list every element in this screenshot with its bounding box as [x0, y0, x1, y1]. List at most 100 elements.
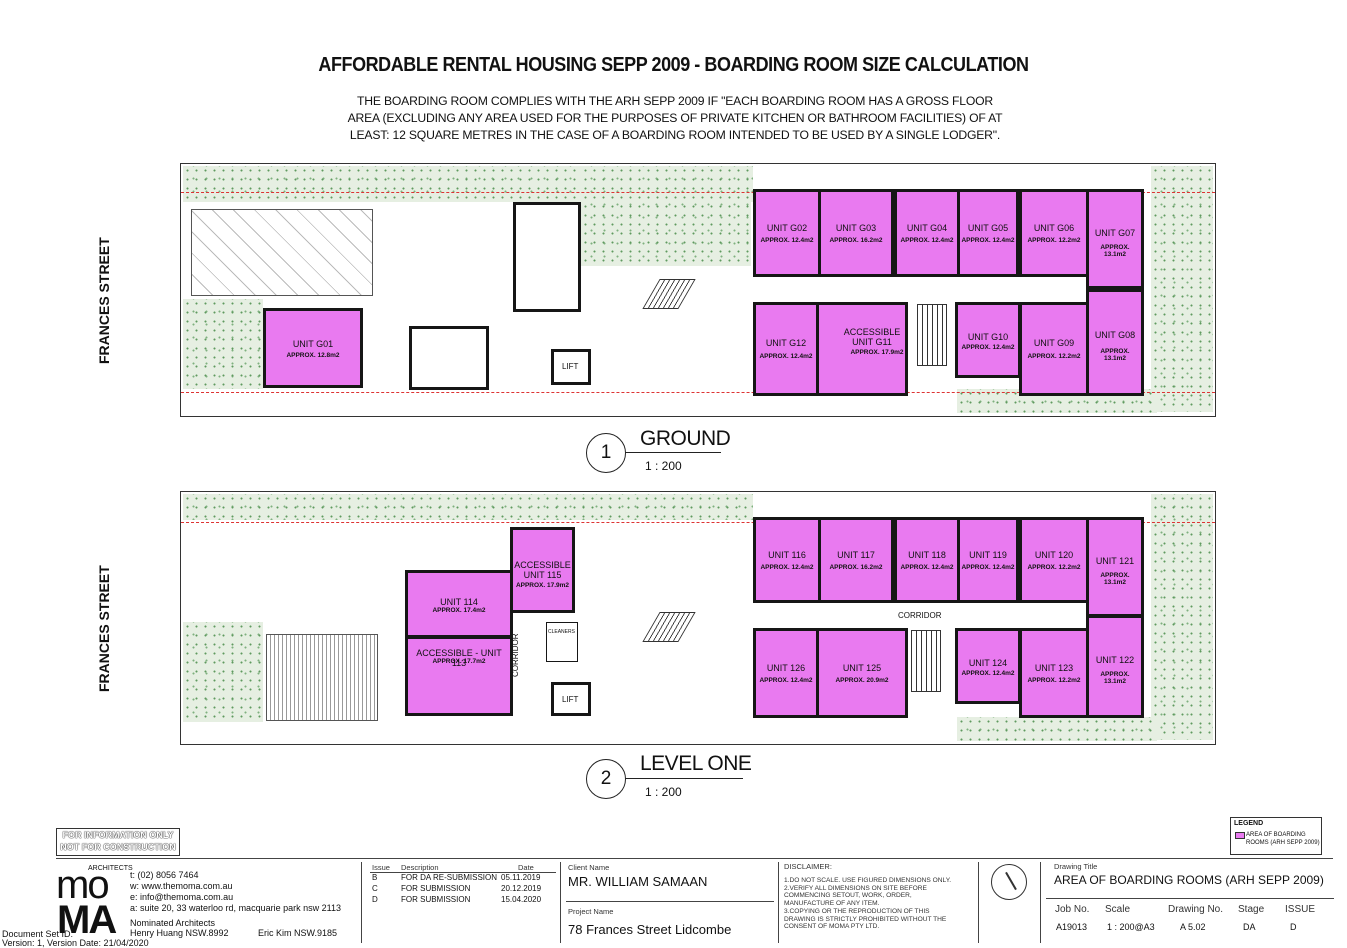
unit-g04: UNIT G04 APPROX. 12.4m2: [894, 189, 960, 277]
unit-name: UNIT G06: [1033, 223, 1075, 234]
view-title-underline: [625, 778, 743, 779]
lift-shaft: LIFT: [551, 682, 591, 716]
unit-g07: UNIT G07 APPROX. 13.1m2: [1086, 189, 1144, 289]
firm-logo-bottom: MA: [57, 898, 117, 942]
nominated-architect-1: Henry Huang NSW.8992: [130, 928, 229, 938]
issue-row-description: FOR SUBMISSION: [401, 895, 471, 904]
unit-area: APPROX. 20.9m2: [835, 677, 889, 685]
not-for-construction-stamp: FOR INFORMATION ONLY NOT FOR CONSTRUCTIO…: [56, 828, 180, 856]
amenities-block: [409, 326, 489, 390]
landscape-area: [1151, 166, 1213, 412]
nominated-architect-2: Eric Kim NSW.9185: [258, 928, 338, 938]
unit-name: UNIT 121: [1095, 555, 1135, 566]
unit-area: APPROX. 12.4m2: [961, 343, 1015, 351]
unit-name: UNIT G04: [906, 223, 948, 234]
lift-label: LIFT: [562, 362, 579, 371]
unit-name: UNIT G08: [1094, 330, 1136, 341]
unit-116: UNIT 116 APPROX. 12.4m2: [753, 517, 821, 603]
cleaners-label: CLEANERS: [548, 629, 575, 635]
title-block-divider: [560, 862, 561, 943]
unit-area: APPROX. 12.4m2: [759, 353, 813, 361]
existing-roof: [191, 209, 373, 296]
unit-area: APPROX. 12.4m2: [760, 564, 814, 571]
roof-below: [266, 634, 378, 721]
issue-row-issue: C: [372, 884, 378, 893]
unit-area: APPROX. 12.4m2: [900, 237, 954, 245]
unit-area: APPROX. 17.9m2: [515, 582, 570, 589]
drawing-title: AREA OF BOARDING ROOMS (ARH SEPP 2009): [1054, 873, 1324, 887]
unit-name: UNIT 117: [837, 550, 875, 561]
document-set-id: Document Set ID:: [2, 929, 74, 939]
unit-121: UNIT 121 APPROX. 13.1m2: [1086, 517, 1144, 617]
disclaimer-line: CONSENT OF MOMA PTY LTD.: [784, 923, 880, 931]
street-label-ground: FRANCES STREET: [96, 237, 112, 364]
landscape-area: [1151, 494, 1213, 740]
unit-118: UNIT 118 APPROX. 12.4m2: [894, 517, 960, 603]
description-header: Description: [401, 863, 439, 872]
subtitle-line-3: LEAST: 12 SQUARE METRES IN THE CASE OF A…: [349, 128, 1001, 142]
unit-115-accessible: ACCESSIBLE UNIT 115 APPROX. 17.9m2: [510, 527, 575, 613]
firm-logo-top: mo: [56, 863, 110, 907]
stair-core: [917, 304, 947, 366]
drawing-title-label: Drawing Title: [1054, 862, 1098, 871]
unit-113-accessible: ACCESSIBLE - UNIT 113 APPROX. 17.7m2: [405, 636, 513, 716]
unit-area: APPROX. 13.1m2: [1100, 243, 1130, 258]
disclaimer-body: 1.DO NOT SCALE. USE FIGURED DIMENSIONS O…: [784, 877, 951, 931]
unit-name: UNIT G01: [292, 339, 334, 350]
disclaimer-line: MANUFACTURE OF ANY ITEM.: [784, 900, 880, 908]
stair-core: [911, 630, 941, 692]
unit-124: UNIT 124 APPROX. 12.4m2: [955, 628, 1021, 704]
legend-item: AREA OF BOARDING ROOMS (ARH SEPP 2009): [1246, 832, 1320, 846]
sheet-title: AFFORDABLE RENTAL HOUSING SEPP 2009 - BO…: [318, 54, 1029, 76]
stamp-line-1: FOR INFORMATION ONLY: [62, 830, 174, 840]
issue-row-description: FOR SUBMISSION: [401, 884, 471, 893]
unit-g11-accessible: ACCESSIBLE UNIT G11 APPROX. 17.9m2: [816, 302, 908, 396]
lift-shaft: LIFT: [551, 349, 591, 385]
unit-area: APPROX. 12.2m2: [1027, 353, 1081, 361]
firm-website[interactable]: w: www.themoma.com.au: [130, 881, 233, 891]
issue-row-date: 05.11.2019: [501, 873, 541, 882]
title-block-divider: [978, 862, 979, 943]
unit-name: UNIT 124: [968, 657, 1008, 668]
unit-name: ACCESSIBLE - UNIT 113: [416, 647, 502, 668]
legend-title: LEGEND: [1234, 820, 1264, 827]
unit-g08: UNIT G08 APPROX. 13.1m2: [1086, 289, 1144, 396]
firm-email[interactable]: e: info@themoma.com.au: [130, 892, 234, 902]
boundary-line: [181, 192, 1215, 193]
unit-125: UNIT 125 APPROX. 20.9m2: [816, 628, 908, 718]
issue-row-issue: D: [372, 895, 378, 904]
nominated-architects-label: Nominated Architects: [130, 918, 216, 928]
unit-area: APPROX. 12.8m2: [286, 351, 340, 359]
unit-119: UNIT 119 APPROX. 12.4m2: [957, 517, 1019, 603]
cleaners-room: CLEANERS: [546, 622, 578, 662]
issue-row-date: 15.04.2020: [501, 895, 542, 904]
landscape-area: [183, 299, 263, 389]
unit-area: APPROX. 12.4m2: [759, 677, 813, 685]
unit-g01: UNIT G01 APPROX. 12.8m2: [263, 308, 363, 388]
unit-name: UNIT 125: [842, 662, 882, 673]
view-scale-ground: 1 : 200: [645, 459, 682, 473]
disclaimer-line: 2.VERIFY ALL DIMENSIONS ON SITE BEFORE: [784, 884, 927, 892]
unit-122: UNIT 122 APPROX. 13.1m2: [1086, 615, 1144, 718]
unit-name: UNIT 116: [768, 550, 806, 561]
unit-g03: UNIT G03 APPROX. 16.2m2: [818, 189, 894, 277]
date-header: Date: [518, 863, 534, 872]
version-line: Version: 1, Version Date: 21/04/2020: [2, 938, 149, 948]
project-name: 78 Frances Street Lidcombe: [568, 922, 732, 937]
legend-swatch: [1235, 832, 1245, 839]
stamp-line-2: NOT FOR CONSTRUCTION: [60, 842, 176, 852]
unit-name: UNIT G07: [1094, 227, 1136, 238]
disclaimer-line: 3.COPYING OR THE REPRODUCTION OF THIS: [784, 907, 930, 915]
scale-label: Scale: [1105, 904, 1131, 915]
unit-g12: UNIT G12 APPROX. 12.4m2: [753, 302, 819, 396]
title-block-divider: [1040, 862, 1041, 943]
view-title-level-one: LEVEL ONE: [640, 752, 752, 775]
unit-name: UNIT G09: [1033, 338, 1075, 349]
corridor-label: CORRIDOR: [898, 611, 942, 620]
unit-name: UNIT 119: [969, 550, 1007, 561]
unit-area: APPROX. 12.4m2: [760, 237, 814, 245]
stage-label: Stage: [1238, 904, 1265, 915]
unit-area: APPROX. 17.4m2: [432, 607, 486, 615]
unit-g09: UNIT G09 APPROX. 12.2m2: [1019, 302, 1089, 396]
unit-name: ACCESSIBLE UNIT 115: [514, 560, 571, 581]
